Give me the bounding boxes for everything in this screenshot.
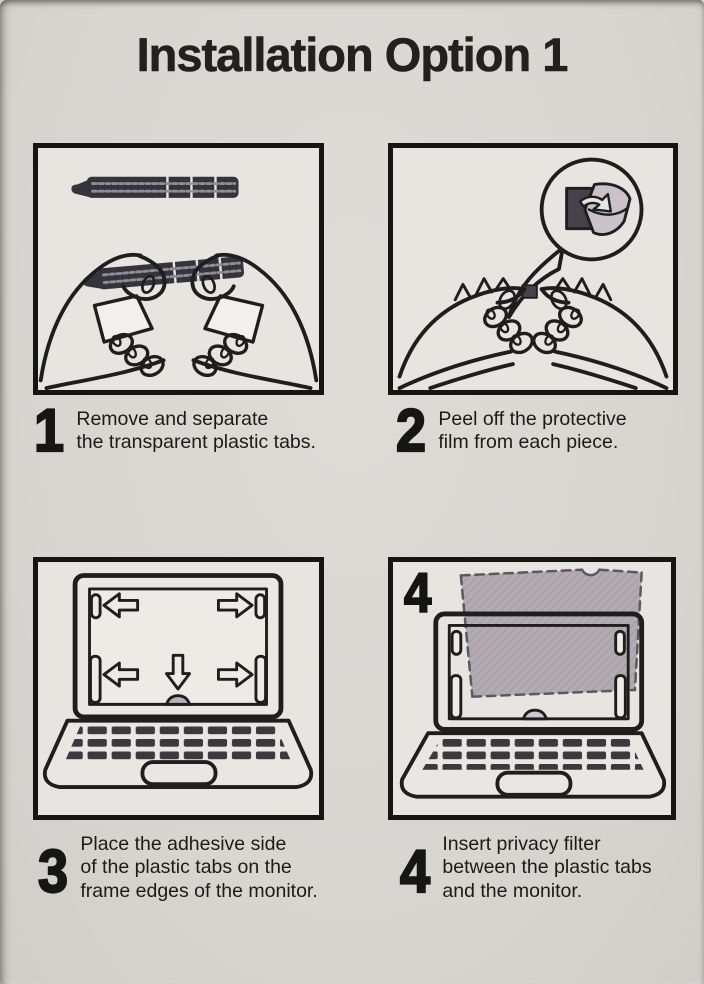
caption-line: Place the adhesive side	[80, 833, 287, 855]
bottom-center-tab	[165, 694, 192, 706]
step2-text: Peel off the protective film from each p…	[438, 403, 626, 455]
arrow-left-icon	[102, 661, 140, 688]
caption-line: Insert privacy filter	[442, 833, 601, 855]
step4-illustration-panel: 4	[388, 557, 676, 820]
step2-number: 2	[395, 397, 427, 464]
caption-line: between the plastic tabs	[442, 856, 652, 879]
step4-caption: 4 Insert privacy filter between the plas…	[399, 828, 652, 905]
step4-text: Insert privacy filter between the plasti…	[442, 828, 651, 903]
step1-text: Remove and separate the transparent plas…	[76, 403, 316, 455]
caption-line: frame edges of the monitor.	[80, 879, 318, 902]
step1-caption: 1 Remove and separate the transparent pl…	[33, 397, 316, 464]
step3-number: 3	[37, 838, 69, 905]
step3-caption: 3 Place the adhesive side of the plastic…	[37, 828, 318, 905]
bottom-center-tab	[521, 708, 548, 721]
right-hand	[532, 277, 669, 390]
step3-illustration-panel	[33, 557, 324, 820]
direction-arrows	[102, 592, 254, 691]
panel-step-badge: 4	[403, 561, 432, 624]
step1-number: 1	[33, 397, 65, 464]
left-hand	[397, 277, 534, 390]
step2-illustration-panel	[388, 143, 678, 395]
caption-line: Remove and separate	[76, 408, 269, 430]
caption-line: Peel off the protective	[438, 408, 627, 430]
caption-line: the transparent plastic tabs.	[76, 431, 316, 454]
tab-strip-held	[82, 256, 245, 290]
caption-line: film from each piece.	[438, 431, 619, 454]
step4-number: 4	[399, 838, 431, 905]
step2-caption: 2 Peel off the protective film from each…	[395, 397, 627, 464]
insert-privacy-filter-illustration	[399, 568, 667, 799]
caption-line: and the monitor.	[442, 879, 583, 902]
laptop-tab-placement-illustration	[42, 573, 314, 790]
plastic-tabs	[449, 629, 627, 721]
peel-film-illustration	[397, 157, 669, 390]
caption-line: of the plastic tabs on the	[80, 856, 292, 879]
tab-strip	[71, 175, 239, 200]
peel-arrow-icon	[578, 192, 612, 213]
step3-text: Place the adhesive side of the plastic t…	[80, 828, 317, 903]
hands-separating-tab-strip-illustration	[38, 175, 319, 390]
privacy-filter-sheet	[459, 568, 643, 698]
magnifier-callout	[507, 157, 644, 319]
page-title: Installation Option 1	[136, 28, 568, 82]
right-hand	[190, 252, 319, 390]
plastic-tabs	[89, 593, 268, 706]
arrow-right-icon	[216, 592, 254, 619]
arrow-right-icon	[216, 661, 254, 688]
laptop	[399, 611, 667, 799]
step1-illustration-panel	[33, 143, 324, 395]
arrow-down-icon	[165, 653, 192, 691]
arrow-left-icon	[102, 592, 140, 619]
left-hand	[38, 252, 167, 390]
